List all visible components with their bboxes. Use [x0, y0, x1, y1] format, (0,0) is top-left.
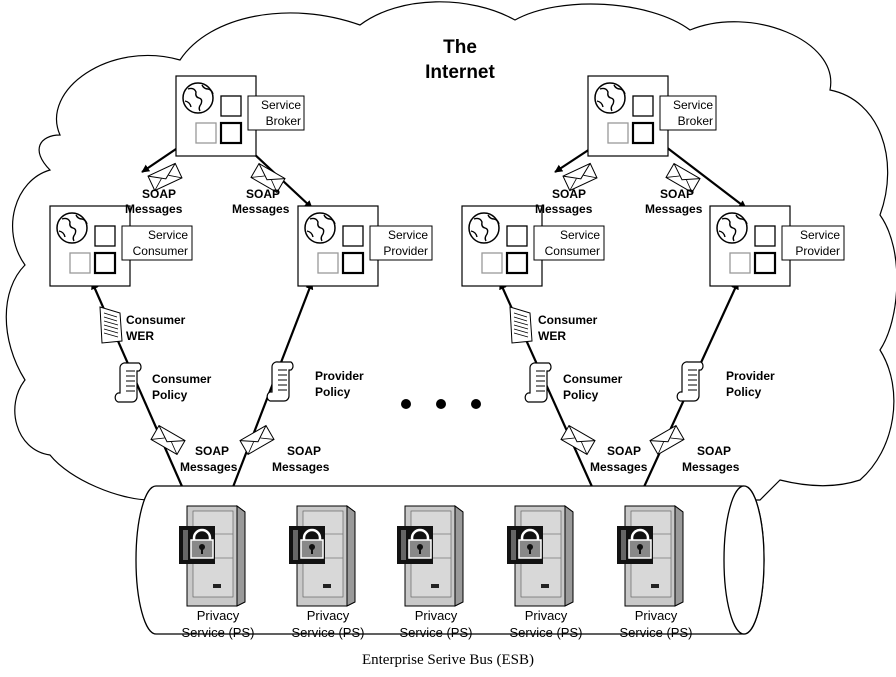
- provider-label-2-line1: Service: [800, 228, 840, 242]
- soap-bottom-left-1-line2: Messages: [180, 460, 238, 474]
- ps-label-5-line1: Privacy: [635, 608, 678, 623]
- cloud-title-line2: Internet: [425, 62, 495, 83]
- ps-label-2-line2: Service (PS): [292, 625, 365, 640]
- consumer-node-1: [48, 204, 132, 288]
- ps-label-4-line1: Privacy: [525, 608, 568, 623]
- soap-label-right-1-line2: Messages: [232, 202, 290, 216]
- provider-node-2: [708, 204, 792, 288]
- server-lock-icon: [395, 504, 465, 608]
- broker-node-2: [586, 74, 670, 158]
- provider-policy-2-line1: Provider: [726, 369, 775, 383]
- consumer-policy-2-line1: Consumer: [563, 372, 623, 386]
- broker-label-1-line2: Broker: [266, 114, 301, 128]
- soap-label-right-2-line2: Messages: [645, 202, 703, 216]
- ps-label-1-line1: Privacy: [197, 608, 240, 623]
- soap-label-left-1-line2: Messages: [125, 202, 183, 216]
- consumer-label-1-line1: Service: [148, 228, 188, 242]
- server-lock-icon: [287, 504, 357, 608]
- soap-bottom-right-1-line1: SOAP: [287, 444, 321, 458]
- soap-label-right-1-line1: SOAP: [246, 187, 280, 201]
- document-icon: [99, 306, 123, 344]
- broker-label-1-line1: Service: [261, 98, 301, 112]
- consumer-node-2: [460, 204, 544, 288]
- broker-label-box-2: [659, 95, 717, 131]
- ps-label-1-line2: Service (PS): [182, 625, 255, 640]
- cloud-title-line1: The: [443, 37, 477, 58]
- ps-label-2-line1: Privacy: [307, 608, 350, 623]
- soap-bottom-left-2-line2: Messages: [590, 460, 648, 474]
- ps-label-5-line2: Service (PS): [620, 625, 693, 640]
- document-icon: [509, 306, 533, 344]
- soap-label-left-1-line1: SOAP: [142, 187, 176, 201]
- consumer-policy-1-line2: Policy: [152, 388, 188, 402]
- consumer-wer-1-line2: WER: [126, 329, 154, 343]
- consumer-label-1-line2: Consumer: [133, 244, 188, 258]
- soap-label-right-2-line1: SOAP: [660, 187, 694, 201]
- soap-bottom-right-2-line2: Messages: [682, 460, 740, 474]
- consumer-label-2-line1: Service: [560, 228, 600, 242]
- consumer-wer-2-line2: WER: [538, 329, 566, 343]
- server-lock-icon: [177, 504, 247, 608]
- arrow-provider-esb-1: [226, 281, 314, 501]
- consumer-policy-1-line1: Consumer: [152, 372, 212, 386]
- consumer-wer-1-line1: Consumer: [126, 313, 186, 327]
- provider-label-box-1: [369, 225, 433, 261]
- soap-bottom-right-1-line2: Messages: [272, 460, 330, 474]
- provider-label-2-line2: Provider: [795, 244, 840, 258]
- ps-label-4-line2: Service (PS): [510, 625, 583, 640]
- broker-label-2-line1: Service: [673, 98, 713, 112]
- consumer-label-box-2: [533, 225, 605, 261]
- consumer-policy-2-line2: Policy: [563, 388, 599, 402]
- provider-label-1-line1: Service: [388, 228, 428, 242]
- consumer-label-box-1: [121, 225, 193, 261]
- server-lock-icon: [615, 504, 685, 608]
- consumer-label-2-line2: Consumer: [545, 244, 600, 258]
- broker-label-box-1: [247, 95, 305, 131]
- provider-policy-1-line1: Provider: [315, 369, 364, 383]
- provider-node-1: [296, 204, 380, 288]
- ps-label-3-line1: Privacy: [415, 608, 458, 623]
- ellipsis-dots: [401, 399, 481, 409]
- provider-label-box-2: [781, 225, 845, 261]
- provider-policy-1-line2: Policy: [315, 385, 351, 399]
- esb-label: Enterprise Serive Bus (ESB): [362, 652, 534, 668]
- consumer-wer-2-line1: Consumer: [538, 313, 598, 327]
- soap-bottom-left-2-line1: SOAP: [607, 444, 641, 458]
- soap-label-left-2-line1: SOAP: [552, 187, 586, 201]
- broker-label-2-line2: Broker: [678, 114, 713, 128]
- server-lock-icon: [505, 504, 575, 608]
- provider-label-1-line2: Provider: [383, 244, 428, 258]
- provider-policy-2-line2: Policy: [726, 385, 762, 399]
- broker-node-1: [174, 74, 258, 158]
- soap-label-left-2-line2: Messages: [535, 202, 593, 216]
- ps-label-3-line2: Service (PS): [400, 625, 473, 640]
- soap-bottom-left-1-line1: SOAP: [195, 444, 229, 458]
- soap-bottom-right-2-line1: SOAP: [697, 444, 731, 458]
